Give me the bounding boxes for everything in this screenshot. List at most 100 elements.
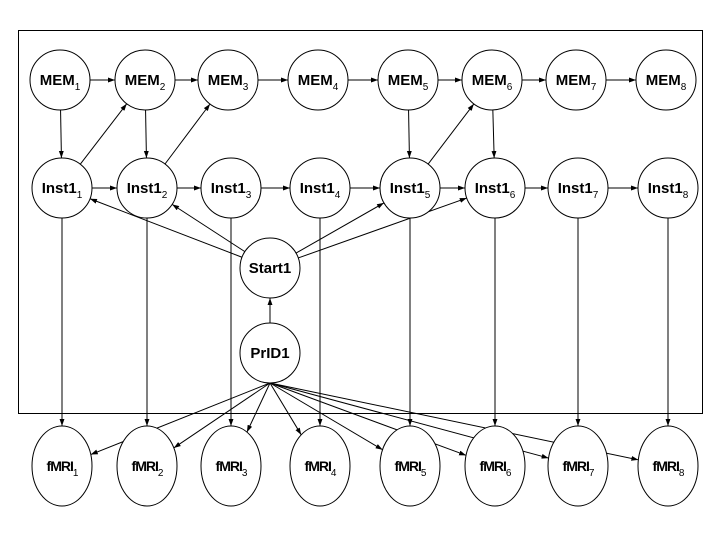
node-label-base: Inst1: [558, 180, 593, 197]
node-Inst1_6: Inst16: [464, 157, 526, 219]
node-label: fMRI3: [216, 458, 248, 479]
node-shape: [547, 425, 609, 507]
node-label-subscript: 8: [681, 82, 687, 93]
node-label: fMRI4: [305, 458, 337, 479]
node-shape: [377, 49, 439, 111]
node-MEM8: MEM8: [635, 49, 697, 111]
node-MEM4: MEM4: [287, 49, 349, 111]
node-label: MEM7: [556, 72, 597, 93]
node-shape: [635, 49, 697, 111]
node-shape: [200, 157, 262, 219]
node-label-subscript: 5: [421, 468, 427, 479]
edge-MEM5-to-Inst1_5: [406, 109, 412, 159]
edge-Inst1_5-to-MEM6: [427, 103, 475, 165]
node-label: MEM3: [208, 72, 249, 93]
edge-Start1-to-Inst1_6: [298, 197, 467, 259]
node-label-subscript: 8: [679, 468, 685, 479]
node-label: MEM2: [125, 72, 166, 93]
node-label-base: MEM: [388, 72, 423, 89]
node-shape: [379, 425, 441, 507]
node-label-subscript: 6: [506, 468, 512, 479]
node-MEM1: MEM1: [29, 49, 91, 111]
node-fMRI1: fMRI1: [31, 425, 93, 507]
node-shape: [637, 157, 699, 219]
node-label-subscript: 6: [510, 190, 516, 201]
node-Inst1_1: Inst11: [31, 157, 93, 219]
node-shape: [379, 157, 441, 219]
node-label: fMRI5: [395, 458, 427, 479]
node-fMRI5: fMRI5: [379, 425, 441, 507]
node-label-subscript: 3: [243, 82, 249, 93]
node-Inst1_8: Inst18: [637, 157, 699, 219]
node-label-base: MEM: [125, 72, 160, 89]
node-MEM2: MEM2: [114, 49, 176, 111]
node-label: Inst16: [475, 180, 516, 201]
edge-PrID1-to-fMRI1: [90, 382, 271, 455]
node-shape: [29, 49, 91, 111]
node-label-subscript: 1: [73, 468, 79, 479]
node-label: MEM8: [646, 72, 687, 93]
node-label: Start1: [249, 260, 292, 277]
node-label-subscript: 4: [331, 468, 337, 479]
edge-Inst1_2-to-MEM3: [164, 103, 211, 165]
node-label-base: Inst1: [390, 180, 425, 197]
node-label: Inst12: [127, 180, 168, 201]
edge-MEM1-to-Inst1_1: [58, 109, 64, 159]
node-shape: [289, 157, 351, 219]
node-label: fMRI1: [47, 458, 79, 479]
node-label: Inst14: [300, 180, 341, 201]
node-Inst1_4: Inst14: [289, 157, 351, 219]
edge-Start1-to-Inst1_5: [295, 202, 385, 254]
node-shape: [464, 157, 526, 219]
node-label-subscript: 1: [75, 82, 81, 93]
edge-PrID1-to-fMRI4: [269, 382, 302, 436]
node-label: fMRI2: [132, 458, 164, 479]
node-label-base: fMRI: [47, 458, 73, 474]
node-shape: [31, 425, 93, 507]
node-Inst1_3: Inst13: [200, 157, 262, 219]
node-Inst1_7: Inst17: [547, 157, 609, 219]
node-label-base: MEM: [298, 72, 333, 89]
node-label-base: MEM: [472, 72, 507, 89]
node-label-subscript: 5: [423, 82, 429, 93]
edge-PrID1-to-fMRI5: [269, 382, 383, 451]
node-shape: [116, 157, 178, 219]
node-shape: [545, 49, 607, 111]
node-label: Inst15: [390, 180, 431, 201]
edge-Start1-to-Inst1_1: [89, 198, 243, 258]
node-label-subscript: 6: [507, 82, 513, 93]
edge-MEM2-to-Inst1_2: [143, 109, 149, 159]
node-label-base: Inst1: [127, 180, 162, 197]
node-fMRI7: fMRI7: [547, 425, 609, 507]
node-label-subscript: 5: [425, 190, 431, 201]
node-label-subscript: 8: [683, 190, 689, 201]
node-shape: [200, 425, 262, 507]
node-shape: [197, 49, 259, 111]
node-label: PrID1: [250, 345, 289, 362]
node-label-base: Inst1: [475, 180, 510, 197]
node-shape: [637, 425, 699, 507]
node-label-base: MEM: [646, 72, 681, 89]
node-label-base: Inst1: [648, 180, 683, 197]
node-shape: [116, 425, 178, 507]
node-label: Inst18: [648, 180, 689, 201]
node-label-base: fMRI: [305, 458, 331, 474]
plate-frame: [18, 30, 703, 414]
node-MEM3: MEM3: [197, 49, 259, 111]
edge-MEM6-to-Inst1_6: [491, 109, 497, 159]
node-shape: [239, 322, 301, 384]
node-label-subscript: 2: [162, 190, 168, 201]
node-label: Inst17: [558, 180, 599, 201]
node-label: MEM1: [40, 72, 81, 93]
node-label: Inst11: [42, 180, 83, 201]
node-label: MEM6: [472, 72, 513, 93]
node-fMRI2: fMRI2: [116, 425, 178, 507]
node-label-base: fMRI: [480, 458, 506, 474]
node-label-subscript: 2: [158, 468, 164, 479]
node-label: MEM5: [388, 72, 429, 93]
node-label-subscript: 7: [593, 190, 599, 201]
node-label: fMRI6: [480, 458, 512, 479]
node-label-base: fMRI: [216, 458, 242, 474]
